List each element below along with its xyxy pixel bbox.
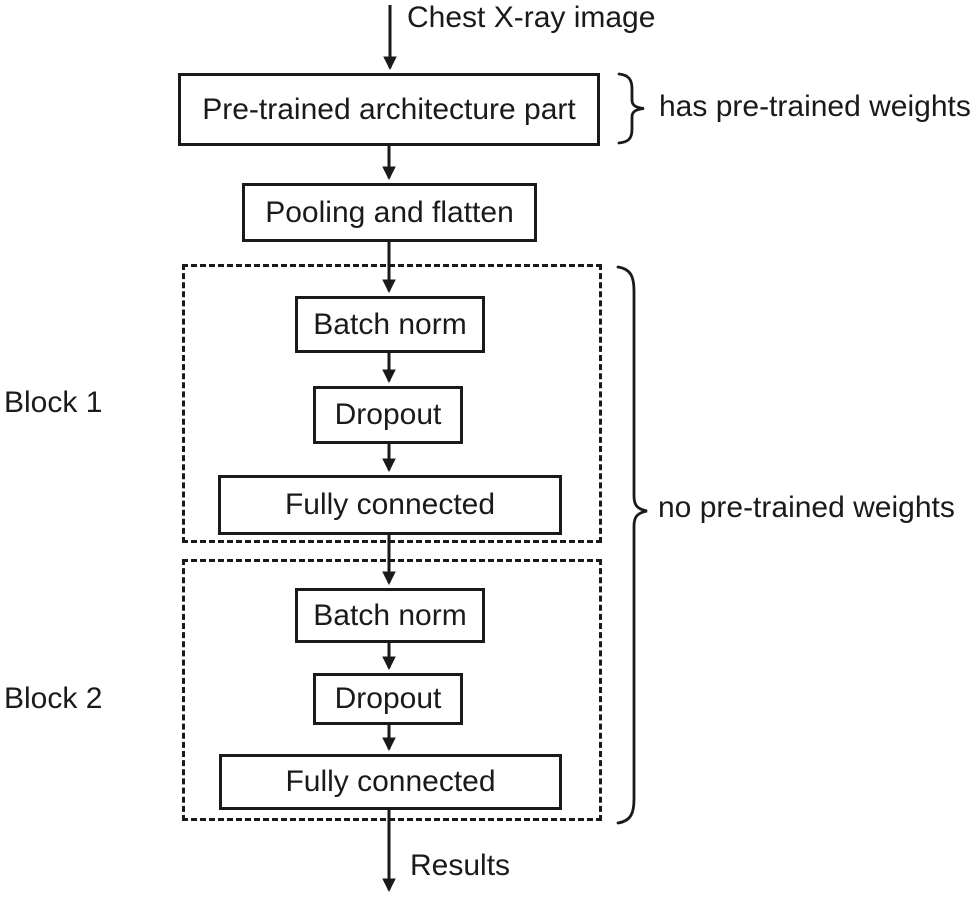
- node-block2-batch-norm: Batch norm: [295, 588, 485, 643]
- brace-pretrained: [617, 72, 645, 145]
- block1-label: Block 1: [4, 386, 103, 419]
- output-label: Results: [410, 849, 511, 882]
- input-label: Chest X-ray image: [407, 1, 656, 34]
- annotation-has-pretrained-weights: has pre-trained weights: [659, 90, 971, 123]
- node-pretrained: Pre-trained architecture part: [178, 73, 600, 146]
- node-block2-fully-connected: Fully connected: [219, 754, 562, 810]
- block2-label: Block 2: [4, 682, 103, 715]
- node-block1-fully-connected: Fully connected: [218, 475, 562, 535]
- node-pooling-flatten: Pooling and flatten: [242, 183, 537, 242]
- node-block2-dropout: Dropout: [313, 673, 463, 725]
- brace-no-pretrained: [616, 265, 648, 825]
- node-block1-batch-norm: Batch norm: [295, 296, 485, 353]
- annotation-no-pretrained-weights: no pre-trained weights: [658, 491, 955, 524]
- block2-container: [182, 559, 602, 821]
- node-block1-dropout: Dropout: [313, 386, 463, 444]
- block1-container: [182, 264, 602, 543]
